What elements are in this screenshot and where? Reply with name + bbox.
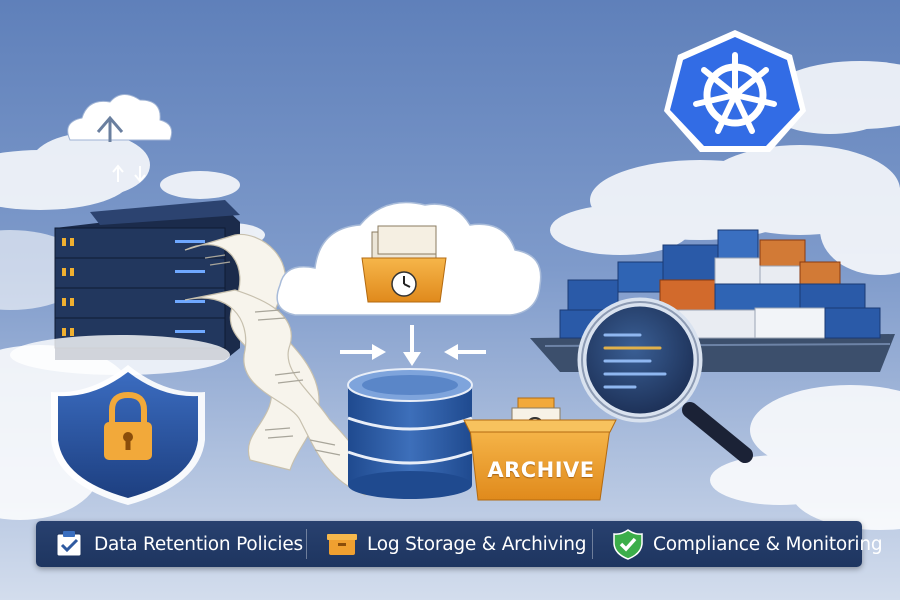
- server-rack-icon: [10, 200, 240, 375]
- magnifying-glass-icon: [577, 297, 753, 463]
- padlock-icon: [104, 391, 152, 460]
- background-clouds: [0, 61, 900, 530]
- flow-arrows: [340, 325, 486, 366]
- banner-label-log-storage: Log Storage & Archiving: [367, 533, 587, 555]
- kubernetes-logo-icon: [664, 30, 806, 152]
- banner-item-data-retention: Data Retention Policies: [36, 521, 306, 567]
- cloud-folder-icon: [276, 201, 542, 316]
- clipboard-check-icon: [56, 531, 82, 557]
- banner-divider: [592, 529, 593, 559]
- feature-banner: Data Retention Policies Log Storage & Ar…: [36, 521, 883, 567]
- archive-box-label: ARCHIVE: [487, 458, 595, 482]
- log-paper-lines: [204, 254, 341, 456]
- database-icon: [347, 368, 473, 499]
- archive-box-icon: [327, 534, 357, 555]
- archive-box-icon: [463, 397, 617, 501]
- cloud-sync-icon: [67, 94, 173, 183]
- banner-label-data-retention: Data Retention Policies: [94, 533, 303, 555]
- banner-item-compliance: Compliance & Monitoring: [593, 521, 883, 567]
- shield-check-icon: [613, 529, 643, 560]
- banner-label-compliance: Compliance & Monitoring: [653, 533, 883, 555]
- banner-item-log-storage: Log Storage & Archiving: [307, 521, 592, 567]
- banner-divider: [306, 529, 307, 559]
